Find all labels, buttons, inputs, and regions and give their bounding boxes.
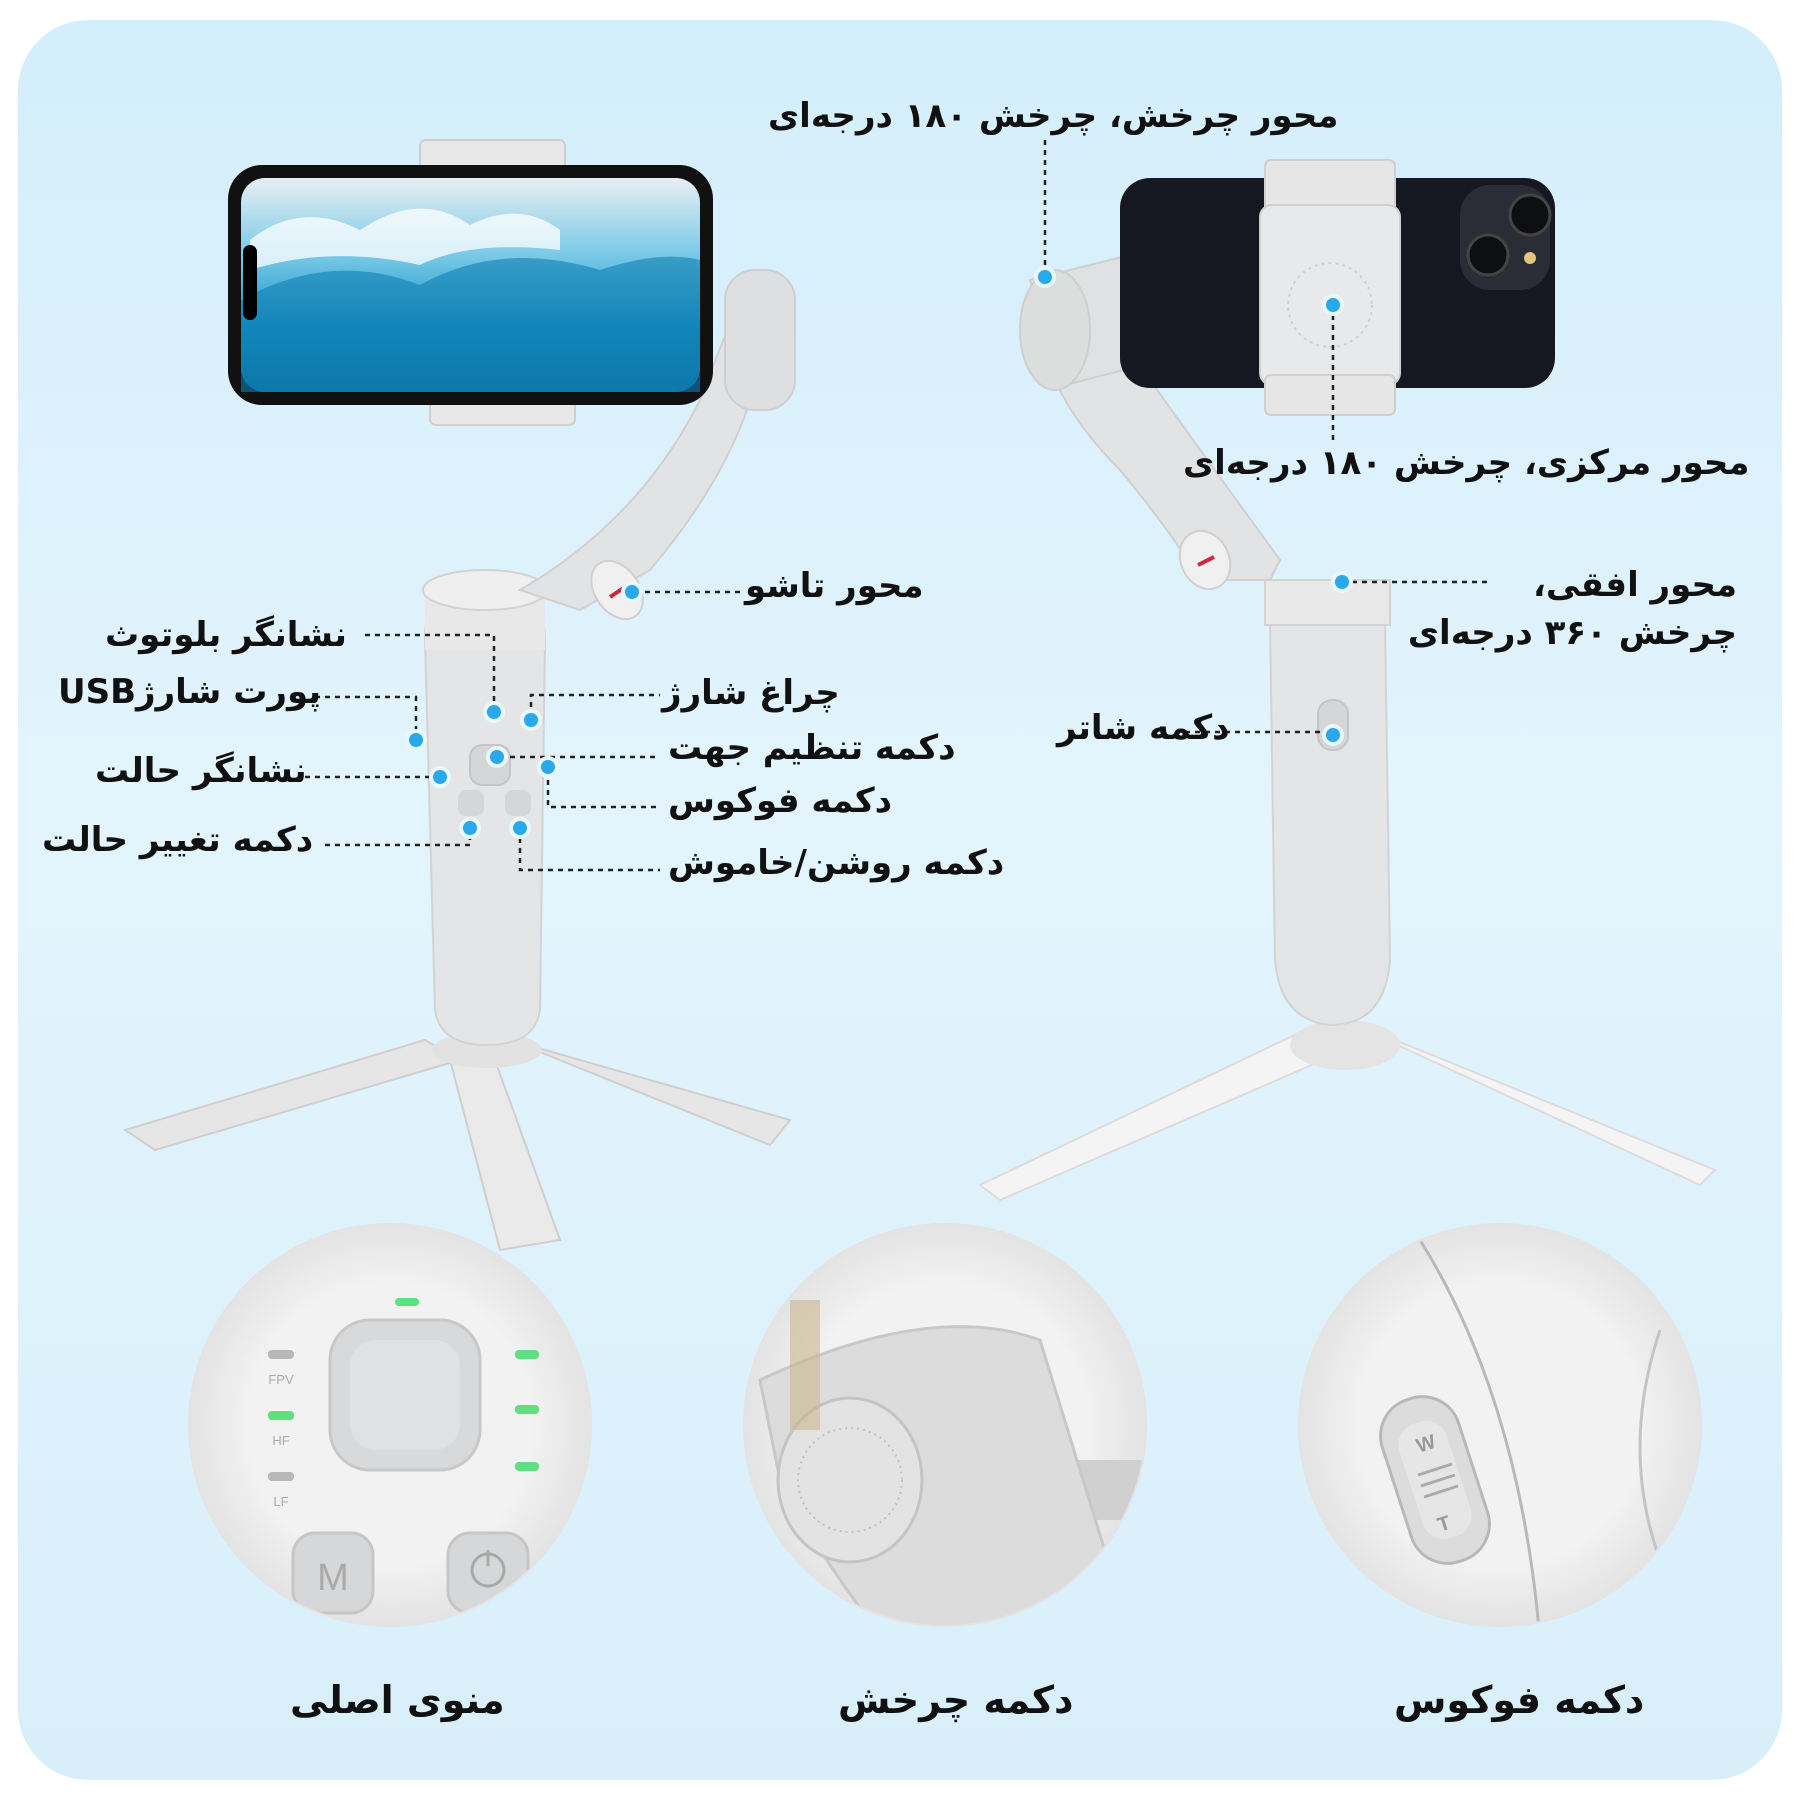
- label-center-axis: محور مرکزی، چرخش ۱۸۰ درجه‌ای: [1183, 443, 1750, 483]
- label-pan-axis-line2: چرخش ۳۶۰ درجه‌ای: [1407, 612, 1737, 653]
- gimbal-front-view: [122, 139, 796, 1252]
- label-mode-indicator: نشانگر حالت: [95, 751, 307, 791]
- caption-main-menu: منوی اصلی: [290, 1678, 505, 1722]
- label-focus-button: دکمه فوکوس: [668, 781, 893, 821]
- label-bluetooth-indicator: نشانگر بلوتوث: [105, 615, 347, 655]
- label-fold-axis: محور تاشو: [745, 566, 924, 606]
- label-charge-light: چراغ شارژ: [662, 673, 840, 713]
- detail-focus-switch: [1298, 1223, 1702, 1627]
- label-power-button: دکمه روشن/خاموش: [668, 843, 1005, 883]
- caption-focus-button: دکمه فوکوس: [1394, 1678, 1645, 1722]
- hf-label: HF: [272, 1433, 289, 1448]
- label-pan-axis-line1: محور افقی،: [1533, 565, 1737, 605]
- caption-rotate-button: دکمه چرخش: [838, 1678, 1074, 1722]
- detail-control-panel: [188, 1223, 592, 1627]
- marker-dots: [405, 266, 1353, 839]
- label-joystick: دکمه تنظیم جهت: [668, 728, 956, 768]
- gimbal-side-view: [978, 159, 1717, 1202]
- fpv-label: FPV: [268, 1372, 294, 1387]
- label-pan-axis: محور افقی، چرخش ۳۶۰ درجه‌ای: [1407, 562, 1737, 657]
- label-usb-port: پورت شارژUSB: [58, 672, 322, 712]
- label-roll-axis: محور چرخش، چرخش ۱۸۰ درجه‌ای: [768, 96, 1339, 136]
- m-key-label: M: [317, 1557, 349, 1599]
- lf-label: LF: [273, 1494, 288, 1509]
- label-mode-button: دکمه تغییر حالت: [42, 820, 314, 860]
- label-shutter-button: دکمه شاتر: [1057, 708, 1230, 748]
- detail-rotate-joint: [743, 1223, 1147, 1627]
